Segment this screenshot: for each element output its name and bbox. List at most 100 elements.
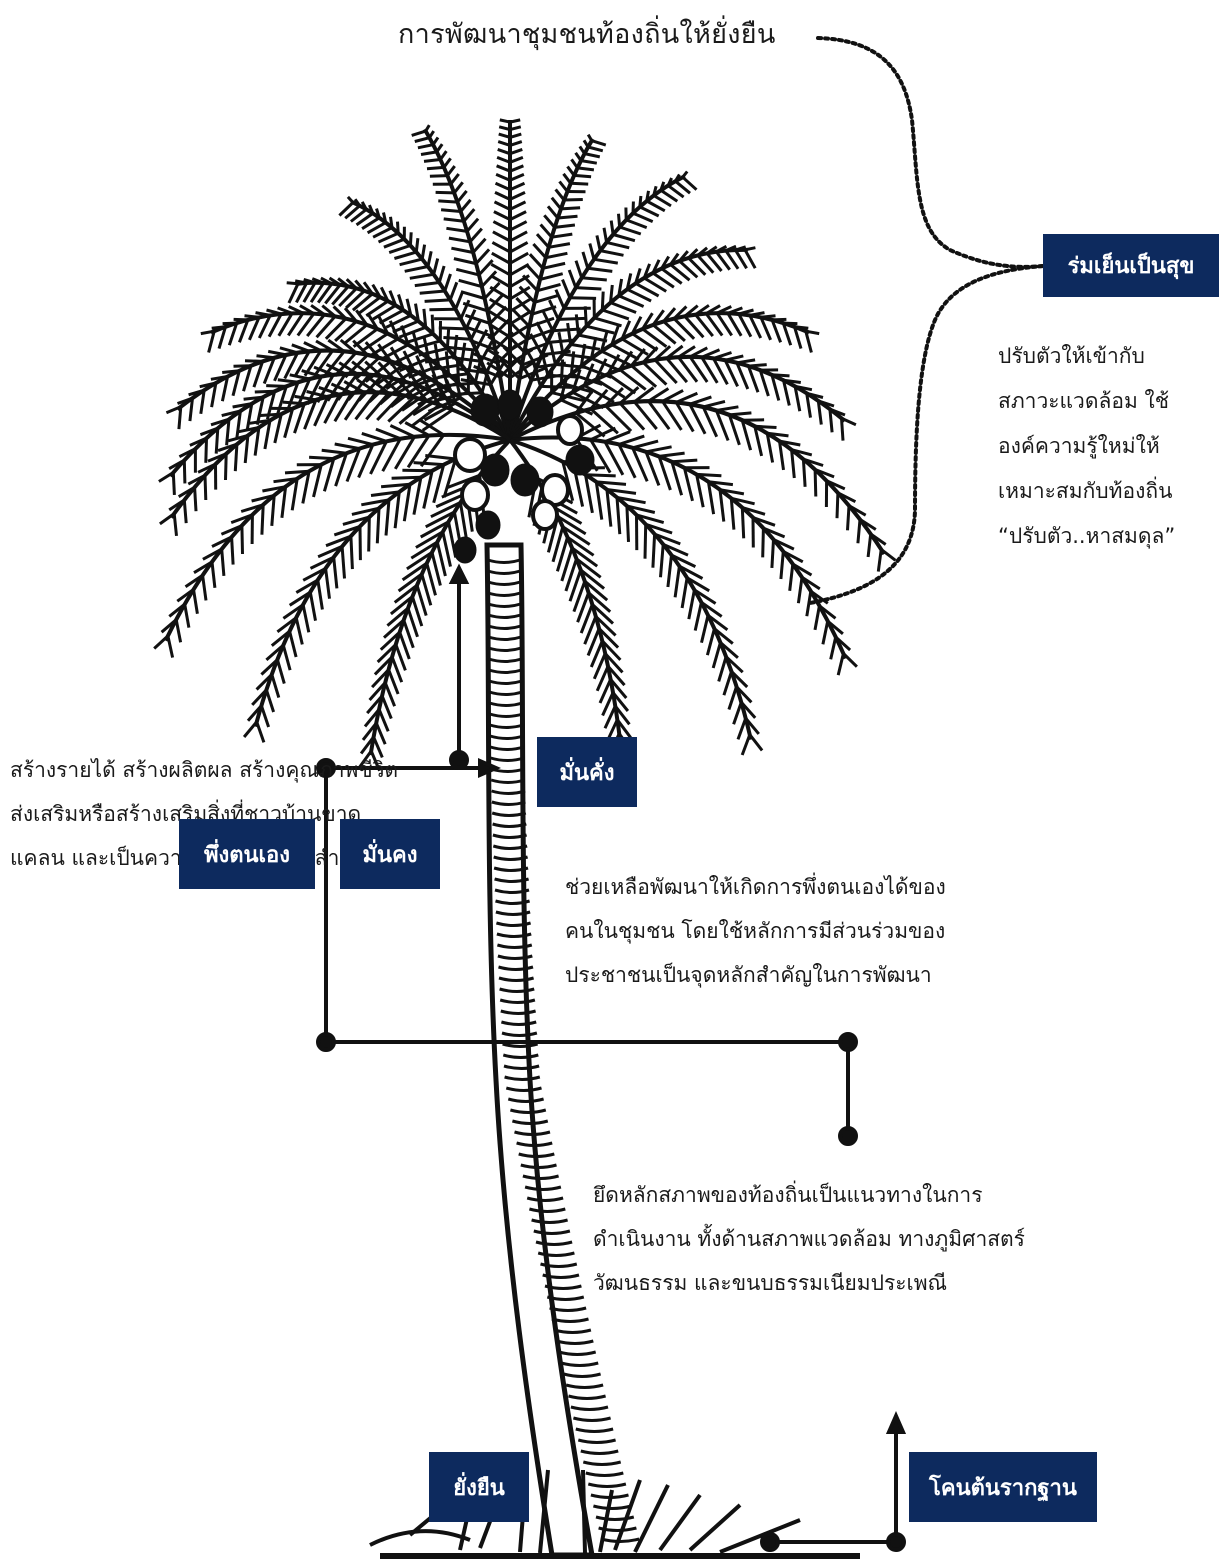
frond-leaflet [388,290,398,306]
frond-leaflet [606,488,637,495]
frond-leaflet [443,217,465,223]
frond-leaflet [171,472,176,495]
frond-leaflet [406,607,419,638]
frond-leaflet [361,216,381,230]
frond-leaflet [435,143,444,153]
frond-rib [163,432,511,642]
frond-leaflet [425,454,456,461]
frond-leaflet [744,246,756,252]
frond-leaflet [242,365,253,392]
frond-leaflet [652,194,672,208]
frond-leaflet [369,440,388,475]
frond-leaflet [671,458,698,464]
frond-leaflet [587,266,613,273]
frond-leaflet [593,257,619,265]
frond-leaflet [210,375,228,381]
frond-leaflet [582,139,590,148]
frond-leaflet [794,325,809,330]
frond-leaflet [414,136,430,143]
frond-leaflet [306,390,329,399]
trunk-ring [503,1064,540,1070]
frond-leaflet [422,308,428,328]
frond-leaflet [566,322,573,345]
frond-leaflet [199,389,206,415]
frond-leaflet [630,347,646,367]
frond-leaflet [509,210,527,221]
frond-leaflet [512,308,531,328]
frond-leaflet [651,309,665,326]
frond-leaflet [528,316,555,328]
frond-leaflet [626,287,652,303]
frond-leaflet [770,319,783,343]
frond-leaflet [689,395,712,406]
frond-leaflet [869,532,887,546]
trunk-ring [533,1229,571,1235]
frond-leaflet [601,639,622,661]
frond-leaflet [421,408,454,432]
frond-leaflet [301,471,311,504]
frond-leaflet [740,701,757,719]
frond-leaflet [689,346,708,359]
foundation-line: วัฒนธรรม และขนบธรรมเนียมประเพณี [593,1271,948,1295]
frond-leaflet [712,357,729,386]
frond-leaflet [172,513,178,537]
trunk-ring [498,976,535,982]
frond-leaflet [736,358,756,365]
frond-leaflet [396,378,415,399]
trunk-ring [531,1218,569,1224]
frond-leaflet [492,220,511,232]
frond-leaflet [358,296,382,314]
frond-leaflet [791,448,813,457]
frond-leaflet [187,473,206,486]
frond-leaflet [700,614,710,644]
frond-leaflet [651,259,661,274]
frond-leaflet [316,579,324,610]
frond-leaflet [404,265,429,273]
frond-leaflet [562,352,594,360]
frond-leaflet [707,614,729,632]
frond-leaflet [564,198,583,202]
frond-leaflet [490,274,511,289]
self-reliance-description: ช่วยเหลือพัฒนาให้เกิดการพึ่งตนเองได้ของ … [565,865,946,997]
frond-leaflet [388,244,411,255]
frond-leaflet [422,470,434,509]
frond-leaflet [293,350,311,378]
frond-leaflet [509,241,529,254]
frond-leaflet [396,221,400,234]
frond-leaflet [493,200,511,211]
frond-leaflet [160,618,178,634]
frond-leaflet [293,403,306,434]
frond-leaflet [567,269,578,289]
frond-leaflet [311,277,325,285]
frond-leaflet [176,396,194,405]
frond-leaflet [651,534,657,568]
frond-leaflet [373,655,394,676]
frond-leaflet [210,382,218,408]
frond-leaflet [393,491,401,529]
frond-leaflet [642,263,652,279]
frond-leaflet [345,278,358,290]
frond-leaflet [214,428,220,454]
frond-leaflet [417,369,432,392]
frond-leaflet [409,272,434,280]
frond-leaflet [730,496,755,506]
frond-leaflet [581,251,590,269]
frond-leaflet [366,694,384,715]
frond-leaflet [336,373,359,401]
frond-leaflet [349,536,354,570]
frond-leaflet [792,562,813,577]
frond-leaflet [326,373,347,402]
frond-leaflet [630,316,643,335]
frond-rib [509,435,848,660]
frond-leaflet [251,493,275,503]
frond-leaflet [829,636,838,660]
frond-leaflet [267,349,287,357]
frond-leaflet [499,118,511,124]
frond-leaflet [193,560,213,574]
frond-leaflet [377,343,393,363]
frond-leaflet [363,708,381,728]
frond-leaflet [548,242,571,249]
frond-leaflet [182,499,188,524]
frond-leaflet [473,364,501,379]
frond-leaflet [730,670,749,689]
